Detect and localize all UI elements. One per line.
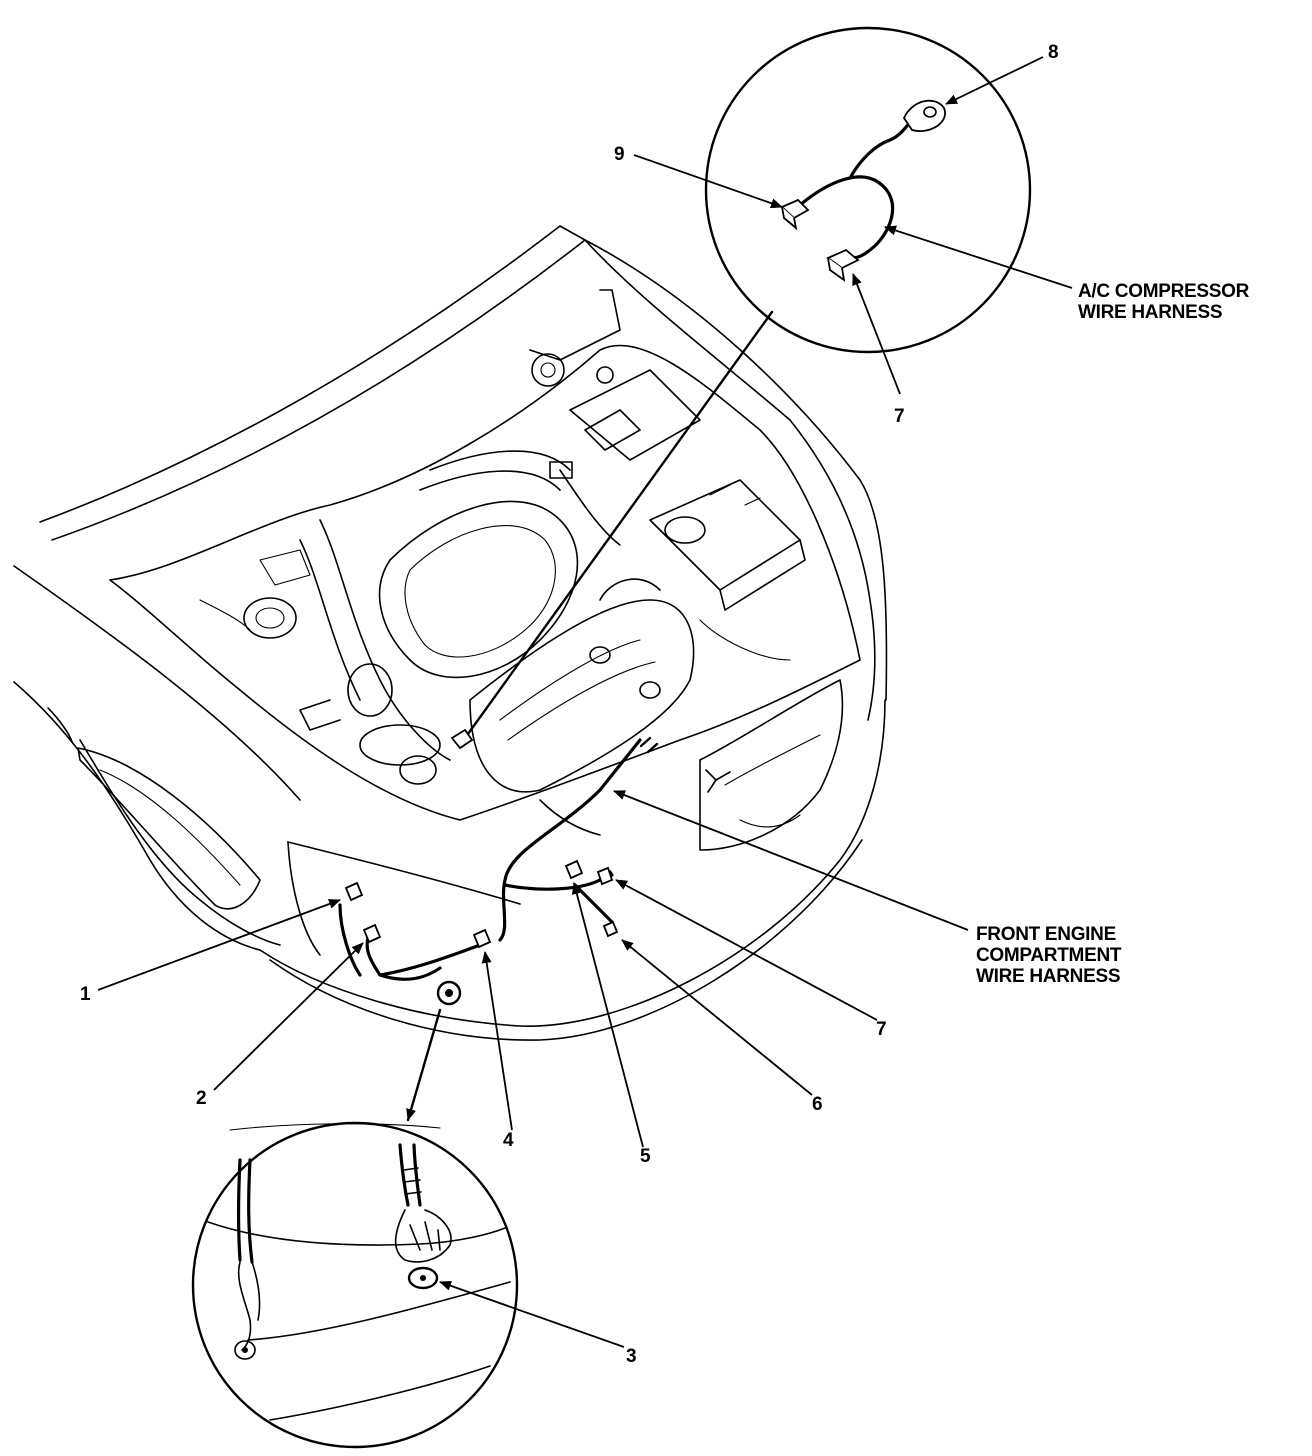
ac-harness-label-line-1: A/C COMPRESSOR [1078, 281, 1250, 302]
ac-harness-label-line-2: WIRE HARNESS [1078, 302, 1222, 323]
ground-detail-inset [191, 1121, 519, 1449]
callout-4: 4 [503, 1130, 514, 1151]
front-harness-label: FRONT ENGINE COMPARTMENT WIRE HARNESS [976, 924, 1126, 987]
front-harness-label-line-3: WIRE HARNESS [976, 966, 1120, 987]
ac-compressor-inset [704, 26, 1032, 354]
callout-7-inset: 7 [894, 406, 905, 427]
callout-2: 2 [196, 1088, 207, 1109]
connectors [344, 859, 619, 1006]
front-harness-label-line-1: FRONT ENGINE [976, 924, 1116, 945]
harness-labels: A/C COMPRESSOR WIRE HARNESS FRONT ENGINE… [976, 281, 1254, 987]
connector-4 [472, 928, 492, 949]
engine-bay [109, 289, 861, 836]
front-engine-compartment-harness [338, 310, 774, 981]
callout-1: 1 [80, 984, 91, 1005]
callout-7-front: 7 [876, 1019, 887, 1040]
vehicle-front-body [13, 225, 888, 1041]
connector-7 [596, 866, 614, 886]
leader-lines [97, 56, 1073, 1348]
callout-3: 3 [626, 1346, 637, 1367]
connector-2 [362, 923, 382, 944]
callout-numbers: 1 2 4 5 6 7 3 7 8 9 [80, 42, 1059, 1367]
ac-harness-label: A/C COMPRESSOR WIRE HARNESS [1078, 281, 1254, 323]
connector-5 [564, 859, 584, 880]
connector-1 [344, 881, 364, 902]
callout-5: 5 [640, 1146, 651, 1167]
callout-6: 6 [812, 1094, 823, 1115]
connector-6 [602, 920, 619, 938]
callout-8: 8 [1048, 42, 1059, 63]
ground-3 [436, 980, 462, 1006]
front-harness-label-line-2: COMPARTMENT [976, 945, 1122, 966]
callout-9: 9 [614, 144, 625, 165]
